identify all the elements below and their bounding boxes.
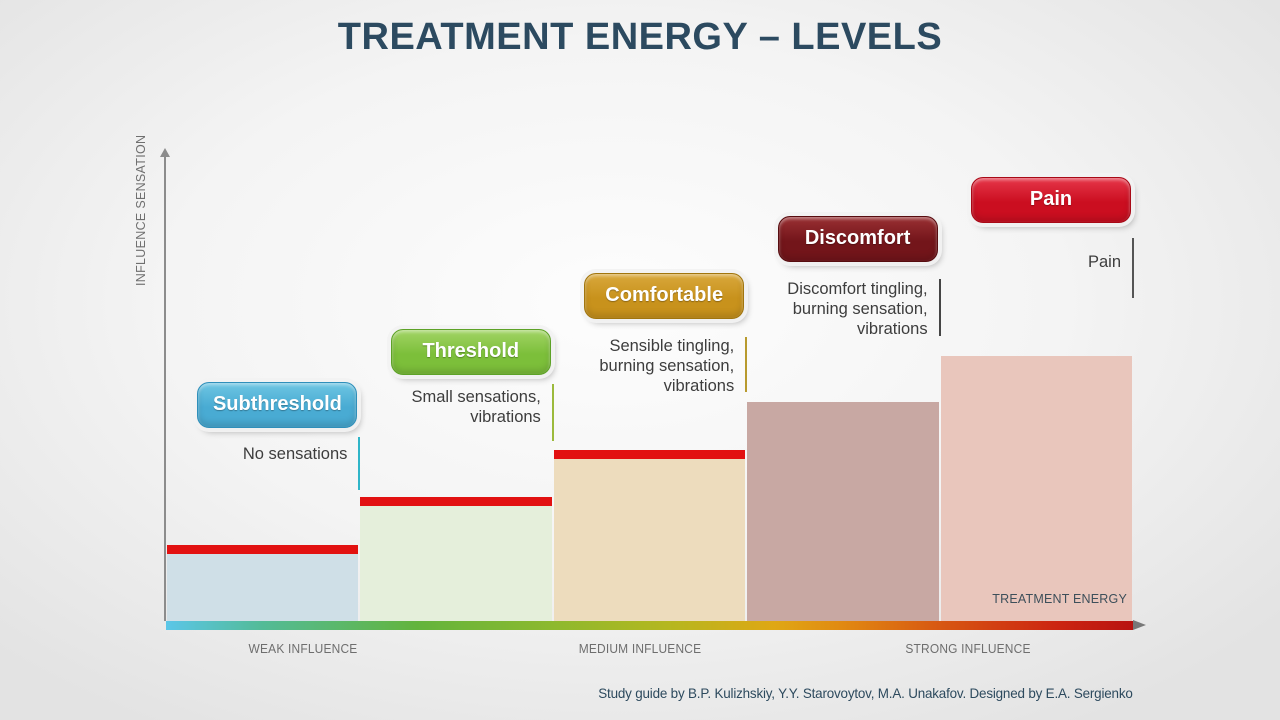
page-title: TREATMENT ENERGY – LEVELS <box>337 16 943 58</box>
bar-pain <box>940 356 1132 621</box>
bar-red-cap <box>167 545 359 554</box>
badge-pain: Pain <box>971 177 1131 223</box>
tick-weak-influence: WEAK INFLUENCE <box>248 641 358 656</box>
y-axis-arrow-icon <box>160 148 170 157</box>
marker-line-threshold <box>551 384 554 441</box>
bar-subthreshold <box>167 545 359 621</box>
description-subthreshold: No sensations <box>242 445 348 463</box>
bar-red-cap <box>360 497 552 506</box>
marker-line-subthreshold <box>358 437 361 490</box>
badge-discomfort: Discomfort <box>777 216 938 262</box>
bar-threshold <box>360 497 552 621</box>
x-axis-arrow-icon <box>1133 620 1146 630</box>
bar-red-cap <box>553 450 746 459</box>
description-comfortable: Sensible tingling, burning sensation, vi… <box>599 337 735 395</box>
x-axis-gradient-bar <box>166 621 1133 630</box>
badge-subthreshold: Subthreshold <box>197 382 358 428</box>
bar-comfortable <box>553 450 746 621</box>
marker-line-comfortable <box>745 337 748 392</box>
y-axis-line <box>164 156 166 621</box>
x-axis-label: TREATMENT ENERGY <box>992 592 1127 606</box>
credit-line: Study guide by B.P. Kulizhskiy, Y.Y. Sta… <box>598 685 1134 701</box>
bar-discomfort <box>747 402 939 621</box>
y-axis-label: INFLUENCE SENSATION <box>134 134 148 286</box>
tick-medium-influence: MEDIUM INFLUENCE <box>578 641 702 656</box>
description-discomfort: Discomfort tingling, burning sensation, … <box>787 280 928 338</box>
badge-comfortable: Comfortable <box>584 273 745 319</box>
description-threshold: Small sensations, vibrations <box>411 388 541 426</box>
description-pain: Pain <box>1087 253 1121 271</box>
tick-strong-influence: STRONG INFLUENCE <box>905 641 1031 656</box>
marker-line-discomfort <box>938 279 941 336</box>
badge-threshold: Threshold <box>390 329 551 375</box>
marker-line-pain <box>1132 238 1134 298</box>
